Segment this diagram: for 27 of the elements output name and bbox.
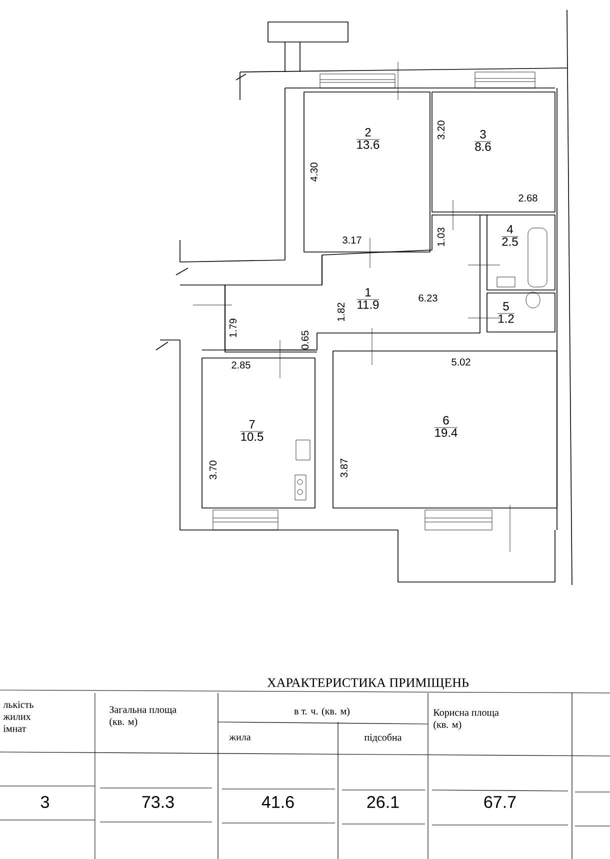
cell-value: 67.7 bbox=[484, 796, 516, 808]
dimension-label: 1.03 bbox=[437, 228, 445, 246]
dimension-label: 3.20 bbox=[437, 120, 445, 140]
dimension-label: 5.02 bbox=[452, 358, 470, 366]
dimension-label: 2.85 bbox=[232, 361, 250, 369]
dimension-label: 2.68 bbox=[518, 194, 538, 202]
dimension-label: 6.23 bbox=[418, 294, 438, 302]
header-text: Загальна площа (кв. м) bbox=[110, 706, 176, 727]
header-text: лькість жилих імнат bbox=[3, 701, 34, 732]
dimension-label: 4.30 bbox=[310, 162, 318, 182]
dimension-label: 3.87 bbox=[340, 458, 348, 478]
dimension-label: 1.82 bbox=[337, 302, 345, 321]
dimension-label: 3.70 bbox=[209, 460, 217, 480]
dimension-label: 1.79 bbox=[229, 318, 237, 337]
header-text: підсобна bbox=[364, 733, 402, 743]
cell-value: 73.3 bbox=[142, 796, 174, 808]
room: 5 1.2 bbox=[486, 292, 556, 332]
room: 4 2.5 bbox=[486, 214, 556, 290]
cell-value: 41.6 bbox=[262, 796, 294, 808]
header-text: жила bbox=[229, 736, 251, 740]
table-title: ХАРАКТЕРИСТИКА ПРИМІЩЕНЬ bbox=[267, 678, 469, 690]
cell-value: 26.1 bbox=[367, 796, 399, 808]
header-text: в т. ч. (кв. м) bbox=[294, 707, 350, 717]
dimension-label: 0.65 bbox=[301, 330, 309, 350]
cell-value: 3 bbox=[40, 796, 49, 808]
dimension-label: 3.17 bbox=[342, 236, 362, 244]
header-text: Корисна площа (кв. м) bbox=[433, 709, 499, 730]
